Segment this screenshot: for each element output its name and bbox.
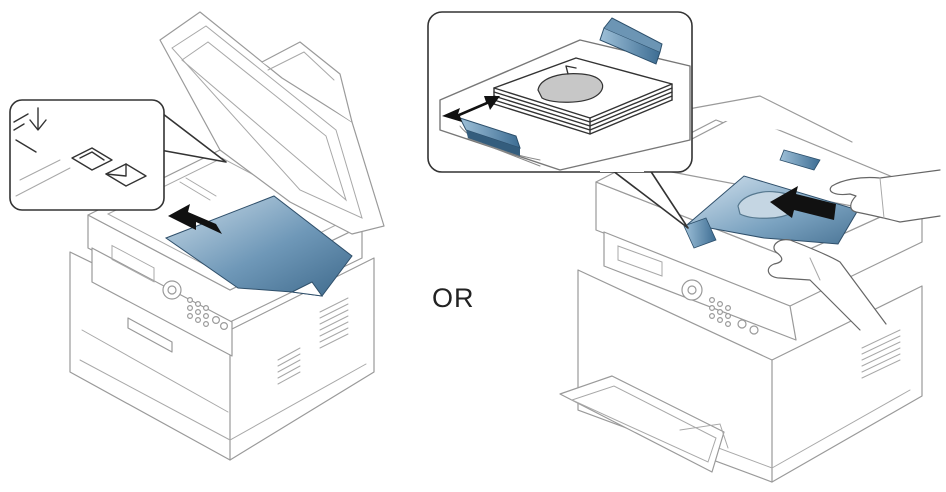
corner-alignment-marker-icon (13, 107, 47, 153)
width-guide-front (683, 217, 717, 249)
output-tray (559, 375, 725, 473)
feeder-guide-callout (427, 11, 693, 229)
card-icon (71, 147, 113, 171)
width-guide-back (779, 149, 821, 171)
flatbed-printer (69, 11, 385, 461)
control-panel (91, 247, 233, 357)
insert-arrow-icon (168, 204, 222, 234)
hands (767, 169, 941, 331)
glass-marker-callout (9, 99, 227, 211)
tray-handle (127, 317, 173, 353)
insert-arrow-icon-right (770, 186, 836, 220)
keypad (187, 297, 229, 331)
guide-adjust-arrow-icon (442, 96, 500, 122)
document-feeder-printer (559, 95, 941, 483)
keypad-right (708, 297, 759, 335)
side-vent (861, 329, 901, 379)
envelope-icon (105, 163, 147, 187)
open-lid (159, 11, 385, 235)
rear-paper-guide-detail (599, 27, 661, 65)
or-separator-label: OR (432, 283, 475, 313)
side-vent (277, 297, 349, 385)
